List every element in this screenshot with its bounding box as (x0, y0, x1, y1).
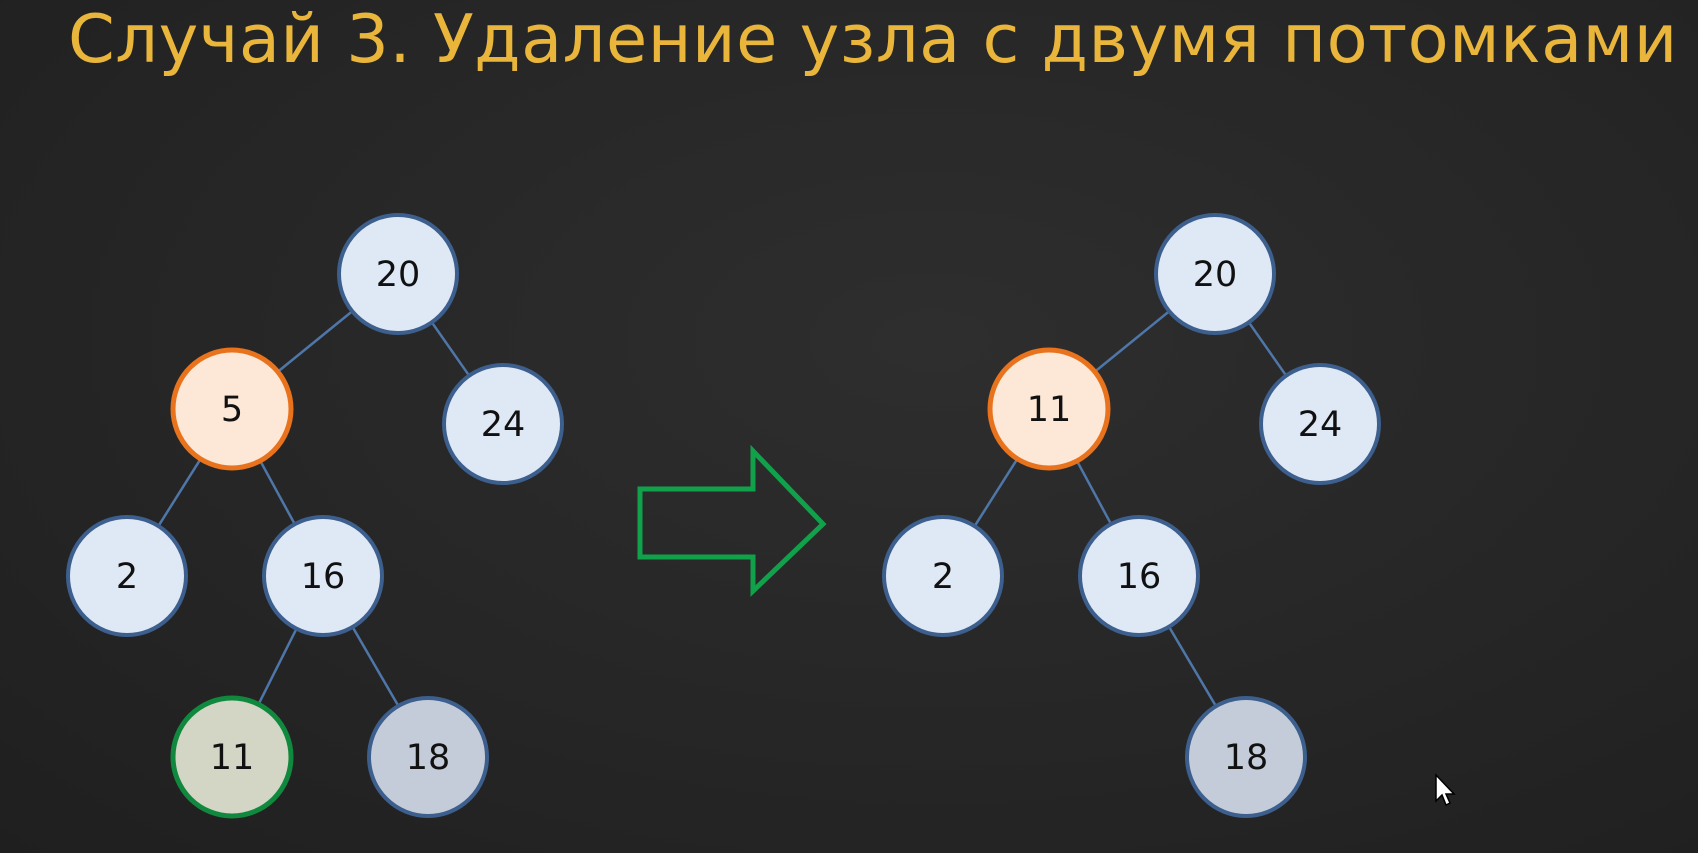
tree-after-node-16: 16 (1078, 515, 1200, 637)
node-circle (987, 347, 1111, 471)
tree-before-edge (351, 626, 400, 707)
tree-before-node-5: 5 (170, 347, 294, 471)
node-label: 18 (406, 738, 451, 778)
node-label: 20 (1193, 255, 1238, 295)
node-label: 18 (1224, 738, 1269, 778)
tree-after-edge (1247, 321, 1288, 377)
tree-before: 20 5 24 2 16 11 18 (66, 213, 564, 819)
node-label: 2 (932, 557, 954, 597)
mouse-cursor-icon (1435, 773, 1456, 807)
tree-before-edge (257, 628, 298, 705)
tree-before-edges (157, 310, 471, 707)
tree-after-nodes: 20 11 24 2 16 18 (882, 213, 1381, 818)
tree-before-edge (259, 460, 296, 525)
node-circle (262, 515, 384, 637)
tree-before-node-18: 18 (367, 696, 489, 818)
node-label: 24 (481, 405, 526, 445)
tree-after-node-20: 20 (1154, 213, 1276, 335)
node-label: 11 (1027, 390, 1072, 430)
tree-before-node-20: 20 (337, 213, 459, 335)
node-label: 16 (301, 557, 346, 597)
node-circle (1154, 213, 1276, 335)
node-circle (170, 695, 294, 819)
node-label: 16 (1117, 557, 1162, 597)
tree-before-edge (276, 310, 354, 373)
node-circle (170, 347, 294, 471)
slide-title: Случай 3. Удаление узла с двумя потомкам… (68, 0, 1678, 78)
node-label: 11 (210, 738, 255, 778)
tree-before-edge (430, 321, 471, 377)
tree-before-node-24: 24 (442, 363, 564, 485)
node-circle (1259, 363, 1381, 485)
tree-after-edge (1093, 310, 1171, 373)
tree-after-edge (1075, 460, 1113, 525)
node-circle (442, 363, 564, 485)
node-label: 20 (376, 255, 421, 295)
tree-after-node-2: 2 (882, 515, 1004, 637)
tree-after-node-24: 24 (1259, 363, 1381, 485)
tree-after-edge (1167, 626, 1218, 707)
transition-arrow (637, 444, 827, 597)
node-circle (1078, 515, 1200, 637)
node-label: 24 (1298, 405, 1343, 445)
tree-after-node-11: 11 (987, 347, 1111, 471)
tree-after-edges (973, 310, 1288, 707)
tree-after-edge (973, 458, 1019, 527)
node-label: 2 (116, 557, 138, 597)
tree-after-node-18: 18 (1185, 696, 1307, 818)
node-label: 5 (221, 390, 243, 430)
tree-before-node-11: 11 (170, 695, 294, 819)
node-circle (66, 515, 188, 637)
node-circle (1185, 696, 1307, 818)
tree-before-node-2: 2 (66, 515, 188, 637)
tree-after: 20 11 24 2 16 18 (882, 213, 1381, 818)
node-circle (337, 213, 459, 335)
tree-before-nodes: 20 5 24 2 16 11 18 (66, 213, 564, 819)
node-circle (882, 515, 1004, 637)
node-circle (367, 696, 489, 818)
tree-before-edge (157, 458, 202, 527)
right-arrow-icon (637, 444, 827, 597)
tree-before-node-16: 16 (262, 515, 384, 637)
